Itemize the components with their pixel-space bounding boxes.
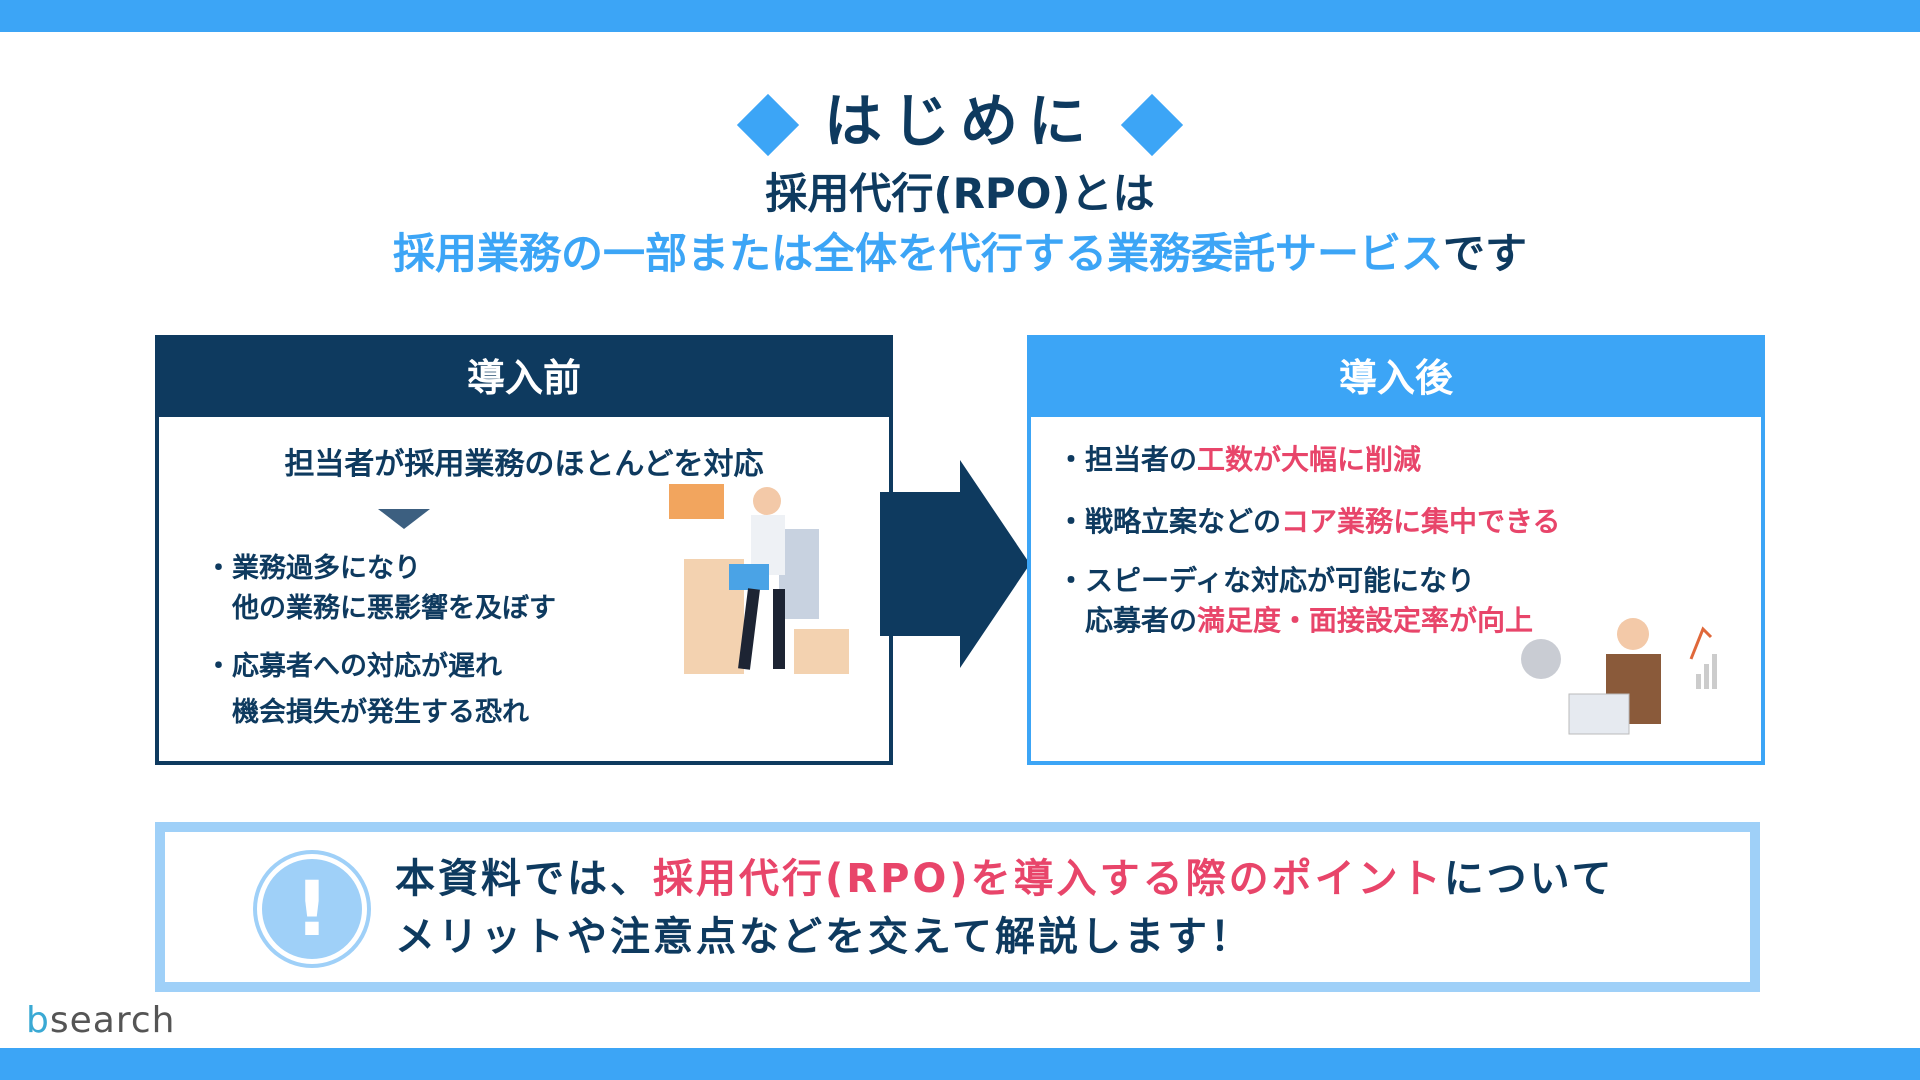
before-lead: 担当者が採用業務のほとんどを対応 — [284, 447, 764, 482]
businessman-illustration — [1521, 618, 1717, 735]
subtitle-highlight: 採用業務の一部または全体を代行する業務委託サービス — [392, 229, 1443, 278]
subtitle-tail: です — [1443, 229, 1528, 278]
after-bullet: ・担当者の工数が大幅に削減 — [1057, 440, 1421, 480]
after-bullet: ・スピーディな対応が可能になり 応募者の満足度・面接設定率が向上 — [1057, 561, 1533, 641]
bullet-text: 応募者の — [1057, 604, 1198, 637]
right-arrow-icon — [880, 460, 1030, 668]
stressed-worker-illustration — [669, 484, 849, 674]
bsearch-logo: bsearch — [26, 1000, 175, 1041]
title-text: はじめに — [823, 87, 1096, 155]
bullet-line: ・応募者への対応が遅れ — [205, 651, 502, 682]
diamond-icon — [1120, 93, 1184, 157]
bullet-highlight: コア業務に集中できる — [1281, 505, 1561, 538]
bottom-bar — [0, 1048, 1920, 1080]
logo-mark: b — [26, 1000, 50, 1041]
down-triangle-icon — [378, 509, 430, 529]
summary-callout: ! 本資料では、採用代行(RPO)を導入する際のポイントについて メリットや注意… — [155, 822, 1760, 992]
bullet-text: ・戦略立案などの — [1057, 505, 1282, 538]
bullet-line: ・業務過多になり — [205, 553, 421, 584]
summary-text-part: 本資料では、 — [395, 856, 653, 902]
before-panel: 導入前 担当者が採用業務のほとんどを対応 ・業務過多になり 他の業務に悪影響を及… — [155, 335, 893, 765]
before-bullet: ・業務過多になり 他の業務に悪影響を及ぼす — [205, 549, 556, 629]
after-bullet: ・戦略立案などのコア業務に集中できる — [1057, 502, 1560, 542]
bullet-text: ・スピーディな対応が可能になり — [1057, 564, 1476, 597]
diamond-icon — [736, 93, 800, 157]
before-header: 導入前 — [159, 339, 889, 417]
bullet-line: 他の業務に悪影響を及ぼす — [205, 593, 556, 624]
subtitle-line2: 採用業務の一部または全体を代行する業務委託サービスです — [0, 220, 1920, 281]
exclamation-icon: ! — [257, 854, 367, 964]
bullet-highlight: 工数が大幅に削減 — [1197, 443, 1422, 476]
bullet-line: 機会損失が発生する恐れ — [205, 697, 529, 728]
summary-text-part: について — [1443, 856, 1615, 902]
after-header: 導入後 — [1031, 339, 1761, 417]
after-panel: 導入後 ・担当者の工数が大幅に削減 ・戦略立案などのコア業務に集中できる ・スピ… — [1027, 335, 1765, 765]
subtitle-line1: 採用代行(RPO)とは — [765, 169, 1155, 218]
bullet-highlight: 満足度・面接設定率が向上 — [1197, 604, 1534, 637]
summary-line2: メリットや注意点などを交えて解説します！ — [395, 914, 1253, 960]
top-bar — [0, 0, 1920, 32]
bullet-text: ・担当者の — [1057, 443, 1198, 476]
before-bullet: ・応募者への対応が遅れ 機会損失が発生する恐れ — [205, 644, 529, 736]
summary-highlight: 採用代行(RPO)を導入する際のポイント — [653, 856, 1444, 902]
logo-text: search — [49, 1000, 176, 1041]
page-title: はじめに — [0, 74, 1920, 158]
summary-text: 本資料では、採用代行(RPO)を導入する際のポイントについて メリットや注意点な… — [395, 850, 1615, 966]
